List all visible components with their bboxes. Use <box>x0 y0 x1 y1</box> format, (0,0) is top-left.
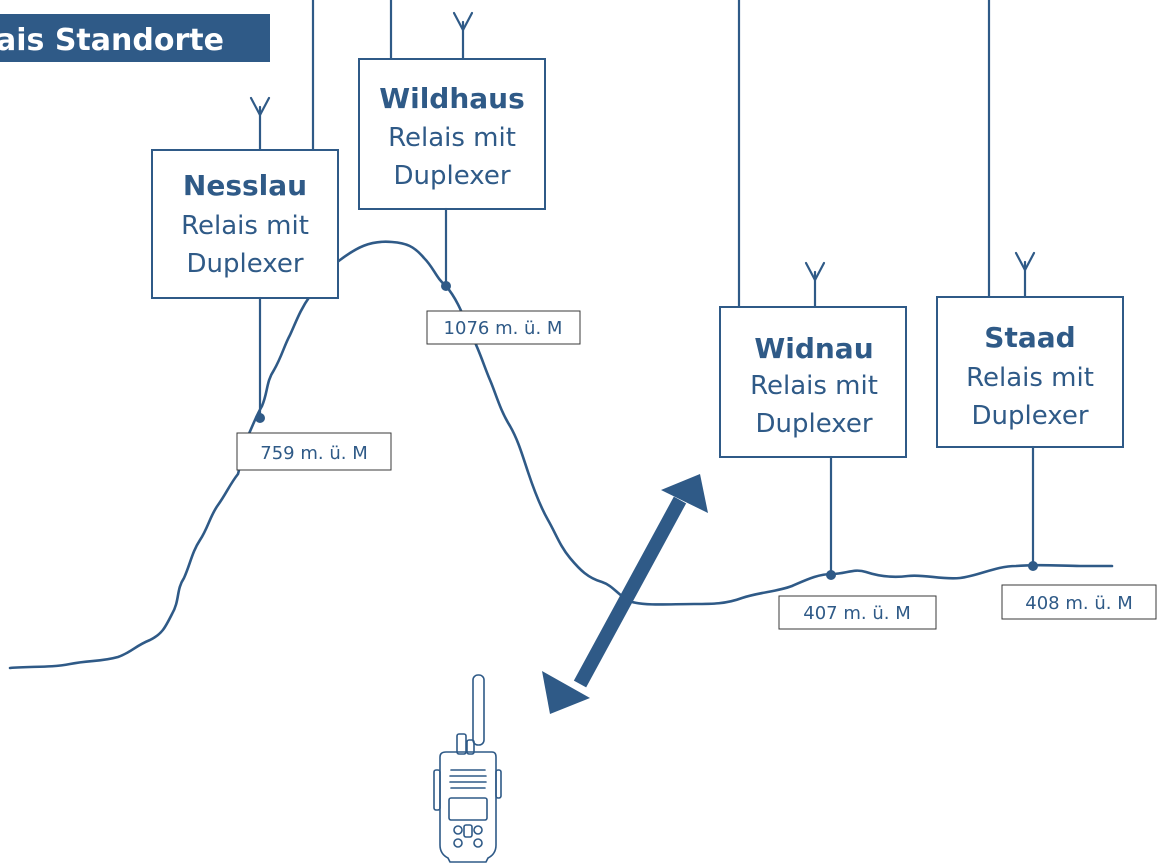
site-type: Relais mit <box>750 371 878 401</box>
site-widnau: Widnau Relais mit Duplexer 407 m. ü. M <box>719 261 937 630</box>
site-nesslau: Nesslau Relais mit Duplexer 759 m. ü. M <box>151 96 392 471</box>
title-text: ais Standorte <box>0 23 224 58</box>
site-location-dot <box>1028 561 1038 571</box>
radio-key <box>463 824 473 838</box>
site-staad: Staad Relais mit Duplexer 408 m. ü. M <box>936 251 1157 620</box>
radio-knob <box>466 739 475 755</box>
site-box-widnau <box>719 306 907 458</box>
site-box-wildhaus <box>358 58 546 210</box>
handheld-radio-icon <box>433 674 502 863</box>
double-arrow-icon <box>542 474 708 714</box>
site-equipment: Duplexer <box>186 249 303 279</box>
radio-antenna <box>472 674 485 746</box>
site-location-dot <box>255 413 265 423</box>
antenna-icon <box>804 261 826 282</box>
radio-ptt-button <box>433 769 441 811</box>
link-arrow-head-top <box>661 474 708 513</box>
site-name: Widnau <box>754 332 873 365</box>
antenna-icon <box>452 11 474 32</box>
site-equipment: Duplexer <box>971 401 1088 431</box>
backbone-lines <box>311 0 991 309</box>
altitude-label: 407 m. ü. M <box>803 603 910 624</box>
site-name: Wildhaus <box>379 82 525 115</box>
site-wildhaus: Wildhaus Relais mit Duplexer 1076 m. ü. … <box>358 11 581 345</box>
site-type: Relais mit <box>966 363 1094 393</box>
site-location-dot <box>441 281 451 291</box>
antenna-icon <box>249 96 271 117</box>
radio-key <box>473 825 483 835</box>
altitude-label-box <box>236 432 392 471</box>
radio-key <box>453 825 463 835</box>
site-location-dot <box>826 570 836 580</box>
antenna-icon <box>1014 251 1036 272</box>
altitude-label: 408 m. ü. M <box>1025 593 1132 614</box>
link-arrow-head-bottom <box>542 671 590 714</box>
site-type: Relais mit <box>181 211 309 241</box>
radio-knob <box>456 733 467 755</box>
altitude-label-box <box>426 310 581 345</box>
site-name: Nesslau <box>183 169 307 202</box>
site-type: Relais mit <box>388 123 516 153</box>
title-banner: ais Standorte <box>0 14 270 62</box>
title-bar <box>0 14 270 62</box>
link-arrow-shaft <box>573 496 687 688</box>
radio-body <box>439 751 497 863</box>
site-box-nesslau <box>151 149 339 299</box>
altitude-label-box <box>1001 584 1157 620</box>
site-box-staad <box>936 296 1124 448</box>
radio-display <box>448 797 488 821</box>
altitude-label: 759 m. ü. M <box>260 443 367 464</box>
altitude-label-box <box>778 595 937 630</box>
radio-side-button <box>495 769 502 799</box>
radio-key <box>453 838 463 848</box>
site-equipment: Duplexer <box>393 161 510 191</box>
radio-key <box>473 838 483 848</box>
site-name: Staad <box>984 321 1075 354</box>
altitude-label: 1076 m. ü. M <box>444 318 563 339</box>
site-equipment: Duplexer <box>755 409 872 439</box>
